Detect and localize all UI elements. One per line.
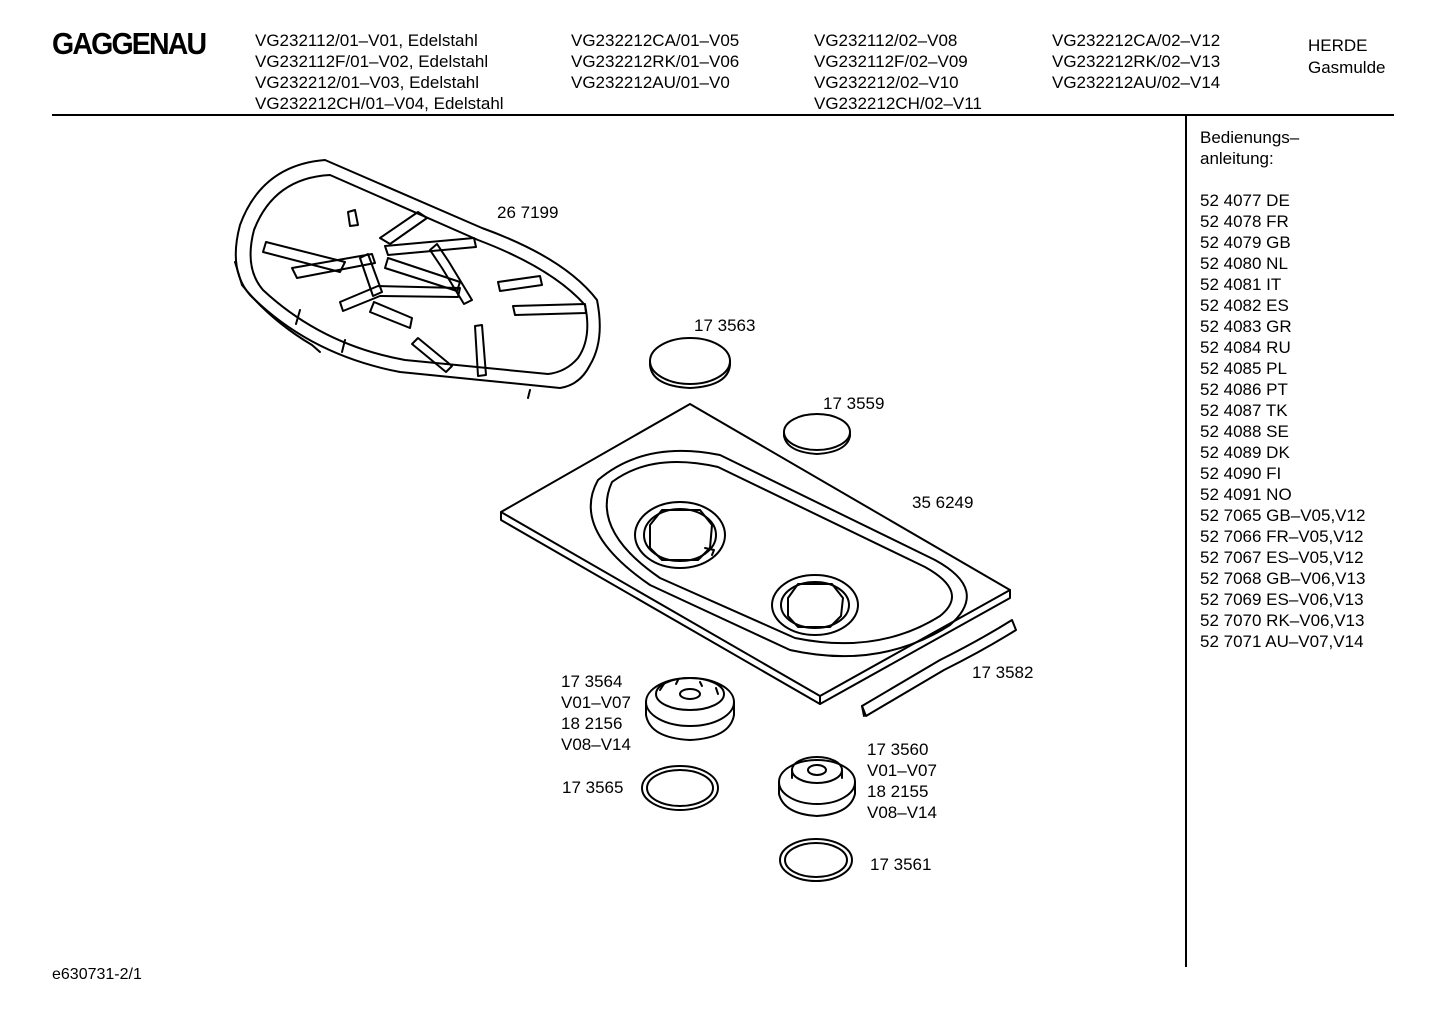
part-label-hob-tray: 35 6249 <box>912 492 973 513</box>
exploded-drawing <box>234 159 1017 882</box>
part-label-seal-strip: 17 3582 <box>972 662 1033 683</box>
manual-entry: 52 4087 TK <box>1200 401 1288 420</box>
manual-entry: 52 4090 FI <box>1200 464 1282 483</box>
seal-strip <box>861 619 1017 717</box>
part-number: 17 3582 <box>972 663 1034 682</box>
part-number: 17 3565 <box>562 778 624 797</box>
part-variant: V01–V07 <box>561 693 631 712</box>
manual-entry: 52 4086 PT <box>1200 380 1288 399</box>
manual-entry: 52 4078 FR <box>1200 212 1289 231</box>
model-entry: VG232212/02–V10 <box>814 73 959 92</box>
model-entry: VG232212CA/02–V12 <box>1052 31 1221 50</box>
model-entry: VG232212/01–V03, Edelstahl <box>255 73 480 92</box>
part-label-grate: 26 7199 <box>497 202 558 223</box>
manual-entry: 52 7068 GB–V06,V13 <box>1200 569 1366 588</box>
manual-entry: 52 7066 FR–V05,V12 <box>1200 527 1364 546</box>
model-entry: VG232212CA/01–V05 <box>571 31 740 50</box>
model-entry: VG232212AU/01–V0 <box>571 73 730 92</box>
manual-entry: 52 7070 RK–V06,V13 <box>1200 611 1365 630</box>
manual-entry: 52 7069 ES–V06,V13 <box>1200 590 1364 609</box>
manual-entry: 52 4089 DK <box>1200 443 1290 462</box>
model-entry: VG232212CH/02–V11 <box>814 94 982 113</box>
manual-label: Bedienungs– anleitung: <box>1200 127 1365 169</box>
drawing-code: e630731-2/1 <box>52 966 142 983</box>
category-main: HERDE <box>1308 36 1368 55</box>
part-label-burner-small: 17 3560 V01–V07 18 2155 V08–V14 <box>867 739 937 823</box>
brand-logo: GAGGENAU <box>52 26 207 61</box>
part-label-ring-small: 17 3561 <box>870 854 931 875</box>
pan-support-grate <box>234 159 601 399</box>
manual-entry: 52 4084 RU <box>1200 338 1291 357</box>
manual-list: 52 4077 DE 52 4078 FR 52 4079 GB 52 4080 NL… <box>1200 190 1365 652</box>
header-divider <box>52 114 1394 116</box>
part-variant: V08–V14 <box>867 803 937 822</box>
part-number: 17 3559 <box>823 394 885 413</box>
part-number: 17 3564 <box>561 672 623 691</box>
burner-large <box>645 677 735 741</box>
part-label-cap-small: 17 3559 <box>823 393 884 414</box>
seal-ring-small <box>779 838 853 882</box>
model-entry: VG232112/01–V01, Edelstahl <box>255 31 478 50</box>
part-number: 18 2155 <box>867 782 929 801</box>
manual-entry: 52 4082 ES <box>1200 296 1289 315</box>
model-column-1: VG232112/01–V01, Edelstahl VG232112F/01–… <box>255 30 504 114</box>
part-number: 35 6249 <box>912 493 974 512</box>
manual-entry: 52 4077 DE <box>1200 191 1290 210</box>
model-entry: VG232112/02–V08 <box>814 31 958 50</box>
model-entry: VG232212CH/01–V04, Edelstahl <box>255 94 504 113</box>
manual-entry: 52 7067 ES–V05,V12 <box>1200 548 1364 567</box>
manual-entry: 52 4079 GB <box>1200 233 1291 252</box>
manual-label-line: anleitung: <box>1200 149 1274 168</box>
part-number: 17 3561 <box>870 855 932 874</box>
manual-entry: 52 4085 PL <box>1200 359 1287 378</box>
burner-small <box>778 756 856 817</box>
model-column-3: VG232112/02–V08 VG232112F/02–V09 VG23221… <box>814 30 982 114</box>
manual-entry: 52 4088 SE <box>1200 422 1289 441</box>
part-label-cap-large: 17 3563 <box>694 315 755 336</box>
burner-cap-large <box>649 337 731 389</box>
model-entry: VG232112F/01–V02, Edelstahl <box>255 52 489 71</box>
manual-sidebar: Bedienungs– anleitung: 52 4077 DE 52 4078… <box>1200 127 1365 652</box>
part-number: 17 3560 <box>867 740 929 759</box>
part-label-burner-large: 17 3564 V01–V07 18 2156 V08–V14 <box>561 671 631 755</box>
part-number: 17 3563 <box>694 316 756 335</box>
category-sub: Gasmulde <box>1308 58 1386 77</box>
product-category: HERDE Gasmulde <box>1308 35 1385 79</box>
manual-entry: 52 7065 GB–V05,V12 <box>1200 506 1366 525</box>
model-column-4: VG232212CA/02–V12 VG232212RK/02–V13 VG23… <box>1052 30 1220 93</box>
part-number: 18 2156 <box>561 714 623 733</box>
part-number: 26 7199 <box>497 203 559 222</box>
model-entry: VG232112F/02–V09 <box>814 52 968 71</box>
hob-tray <box>500 403 1011 705</box>
model-column-2: VG232212CA/01–V05 VG232212RK/01–V06 VG23… <box>571 30 739 93</box>
part-variant: V08–V14 <box>561 735 631 754</box>
part-variant: V01–V07 <box>867 761 937 780</box>
manual-entry: 52 4080 NL <box>1200 254 1288 273</box>
part-label-ring-large: 17 3565 <box>562 777 623 798</box>
sidebar-divider <box>1185 116 1187 967</box>
manual-entry: 52 4091 NO <box>1200 485 1292 504</box>
model-entry: VG232212AU/02–V14 <box>1052 73 1221 92</box>
manual-entry: 52 4081 IT <box>1200 275 1282 294</box>
model-entry: VG232212RK/01–V06 <box>571 52 740 71</box>
burner-cap-small <box>783 413 851 455</box>
seal-ring-large <box>641 765 719 811</box>
model-entry: VG232212RK/02–V13 <box>1052 52 1221 71</box>
manual-entry: 52 7071 AU–V07,V14 <box>1200 632 1364 651</box>
manual-entry: 52 4083 GR <box>1200 317 1292 336</box>
manual-label-line: Bedienungs– <box>1200 128 1300 147</box>
